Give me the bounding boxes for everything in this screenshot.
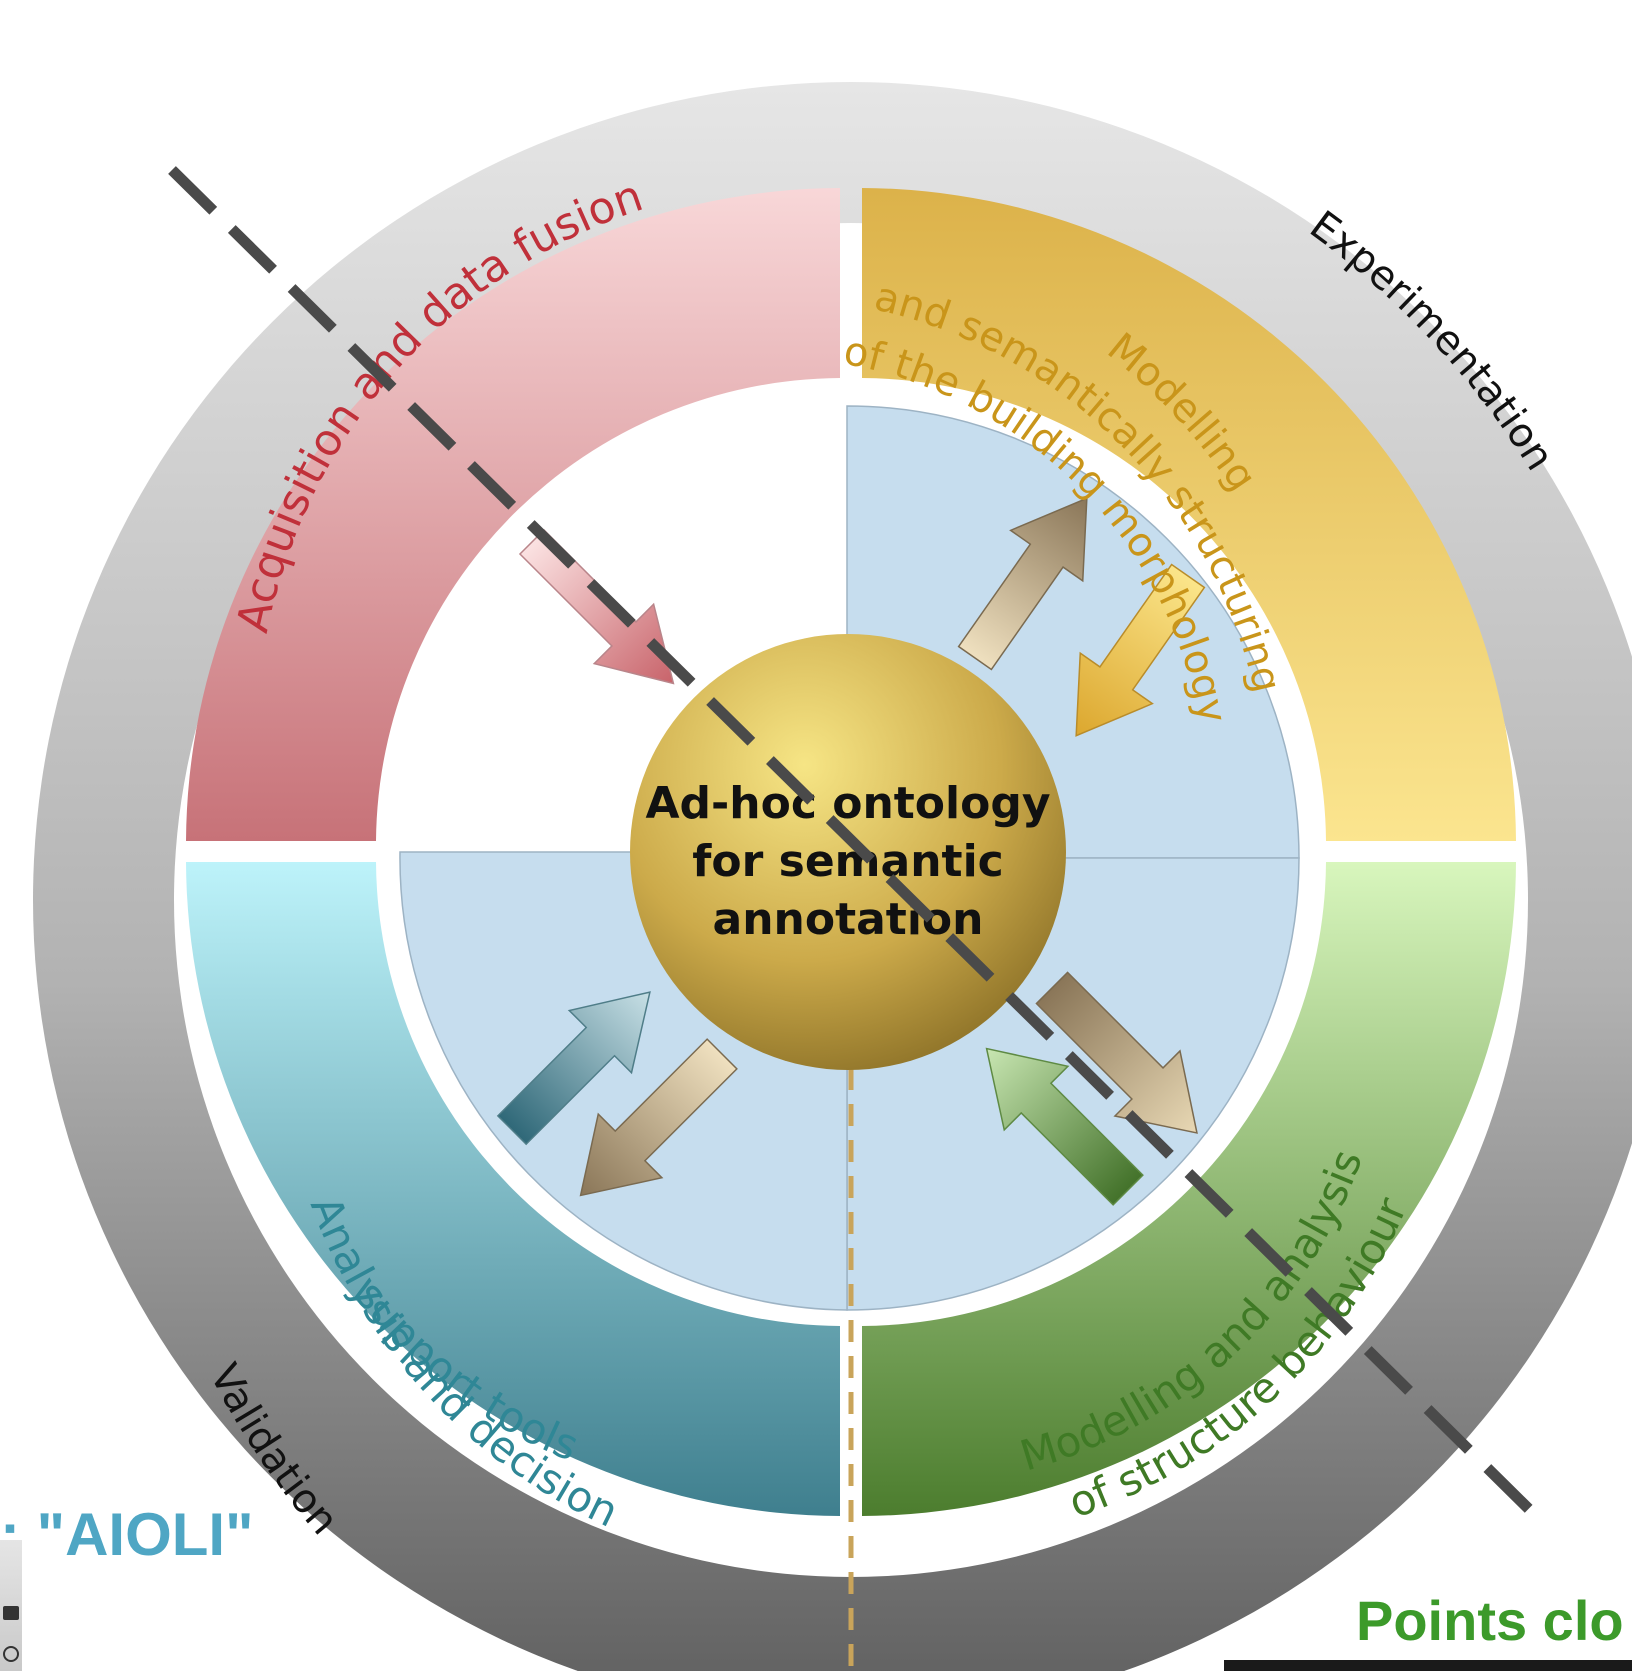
person-icon [3, 1606, 19, 1620]
close-icon [3, 1646, 19, 1662]
center-node: Ad-hoc ontology for semantic annotation [630, 634, 1066, 1070]
arrow-morphology-in [1075, 563, 1206, 737]
quadrant-band-modelling-morphology [862, 188, 1516, 841]
arrow-morphology-out [957, 497, 1088, 671]
arrow-behaviour-out [1035, 971, 1198, 1134]
partial-title-aioli: : "AIOLI" [0, 1501, 254, 1568]
quadrant-band-acquisition [186, 188, 840, 841]
partial-thumbnail-strip [0, 1540, 22, 1671]
quadrant-band-modelling-behaviour [862, 862, 1516, 1516]
quadrant-band-analysis [186, 862, 840, 1516]
arrow-analysis-in [579, 1038, 738, 1197]
arrow-behaviour-in [985, 1047, 1144, 1206]
center-label-line-3: annotation [713, 894, 984, 945]
partial-dark-bar [1224, 1660, 1632, 1671]
center-label-line-1: Ad-hoc ontology [645, 778, 1050, 829]
arrow-analysis-out [496, 991, 651, 1146]
diagonal-dashed-line [168, 166, 1544, 1524]
partial-title-points-cloud: Points clo [1356, 1589, 1624, 1652]
arrow-acquisition-in [518, 528, 675, 685]
